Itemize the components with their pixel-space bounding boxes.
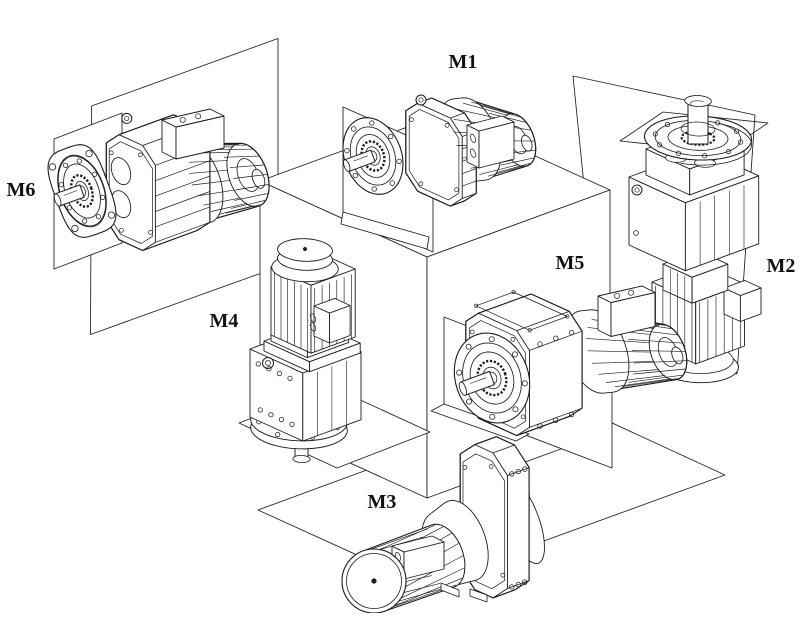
- svg-text:M3: M3: [368, 491, 397, 513]
- svg-text:M1: M1: [449, 51, 478, 73]
- svg-text:M6: M6: [7, 179, 36, 201]
- svg-text:M5: M5: [556, 252, 585, 274]
- svg-text:M4: M4: [210, 310, 239, 332]
- svg-text:M2: M2: [767, 255, 796, 277]
